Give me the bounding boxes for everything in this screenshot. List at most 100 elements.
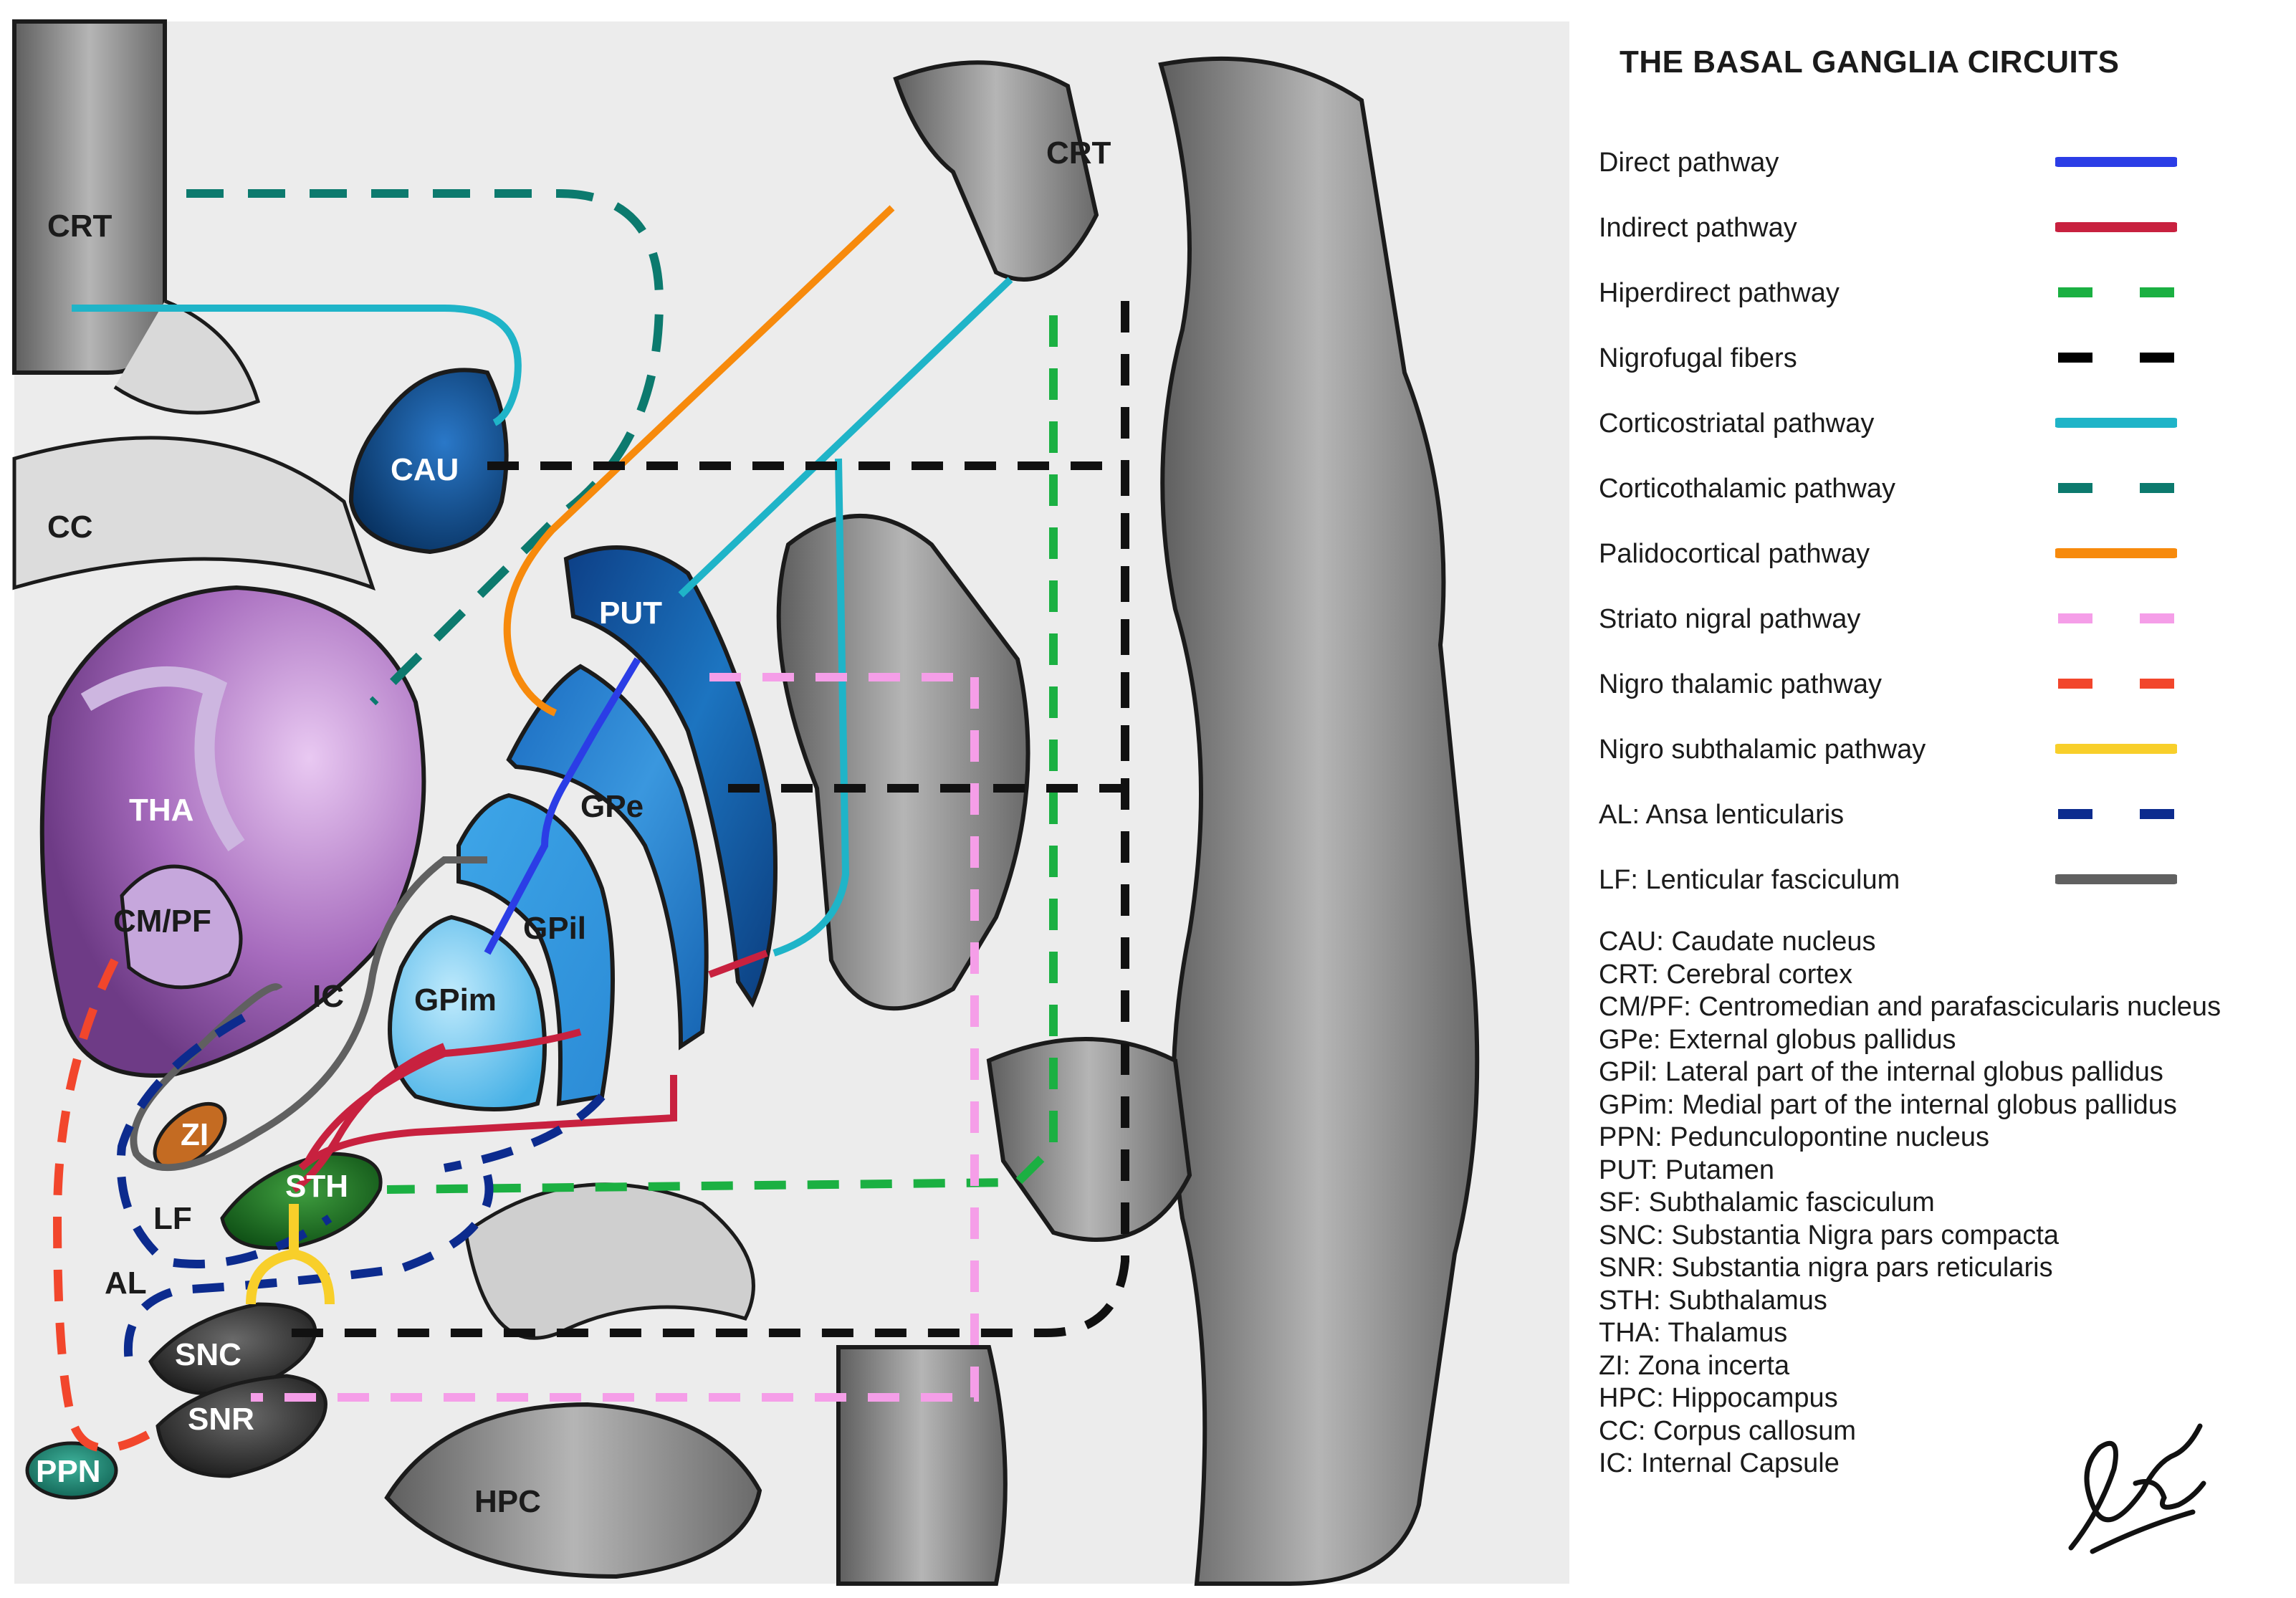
label-cau: CAU bbox=[391, 452, 459, 487]
label-gpe: GPe bbox=[580, 789, 644, 824]
legend-item: Corticothalamic pathway bbox=[1591, 469, 2279, 512]
diagram-title: THE BASAL GANGLIA CIRCUITS bbox=[1620, 44, 2120, 80]
label-crt-left: CRT bbox=[47, 209, 113, 244]
hiperdirect-pathway bbox=[386, 315, 1058, 1194]
legend-item-label: AL: Ansa lenticularis bbox=[1599, 800, 1845, 830]
label-snr: SNR bbox=[188, 1402, 254, 1437]
corpus-callosum bbox=[12, 436, 376, 591]
legend-item-swatch bbox=[2055, 874, 2177, 884]
legend-item: Direct pathway bbox=[1591, 143, 2279, 186]
thalamus-internal-lamina bbox=[80, 666, 245, 852]
legend-item-label: Nigrofugal fibers bbox=[1599, 343, 1797, 373]
legend-item-swatch bbox=[2058, 679, 2174, 689]
abbreviation-item: THA: Thalamus bbox=[1599, 1318, 1788, 1348]
label-al: AL bbox=[105, 1266, 147, 1301]
legend-item-label: Palidocortical pathway bbox=[1599, 539, 1870, 569]
putamen bbox=[563, 545, 778, 1008]
label-cm-pf: CM/PF bbox=[113, 904, 211, 939]
legend-item: Corticostriatal pathway bbox=[1591, 404, 2279, 447]
abbreviation-item: HPC: Hippocampus bbox=[1599, 1383, 1838, 1413]
legend-item-swatch bbox=[2055, 222, 2177, 232]
nigrofugal-fibers-vertical bbox=[279, 301, 1129, 1337]
palidocortical-pathway bbox=[503, 205, 895, 717]
abbreviation-item: SNC: Substantia Nigra pars compacta bbox=[1599, 1220, 2060, 1250]
label-tha: THA bbox=[129, 793, 193, 828]
legend-item-label: Direct pathway bbox=[1599, 148, 1779, 178]
legend-item: Nigrofugal fibers bbox=[1591, 339, 2279, 382]
artist-signature bbox=[2068, 1423, 2206, 1554]
striato-nigral-pathway bbox=[251, 673, 979, 1402]
label-hpc: HPC bbox=[474, 1484, 541, 1519]
label-sth: STH bbox=[285, 1169, 348, 1204]
cm-pf-nucleus bbox=[120, 864, 243, 990]
corticostriatal-pathway-descending bbox=[772, 458, 850, 957]
abbreviation-item: PUT: Putamen bbox=[1599, 1154, 1774, 1185]
brain-illustration: CRT CRT CC CAU PUT THA CM/PF GPe GPil GP… bbox=[12, 19, 1569, 1586]
label-ppn: PPN bbox=[36, 1454, 100, 1489]
legend-item-label: Corticostriatal pathway bbox=[1599, 408, 1875, 439]
nigro-thalamic-pathway bbox=[52, 958, 153, 1453]
legend-item-label: Nigro thalamic pathway bbox=[1599, 669, 1882, 699]
label-put: PUT bbox=[599, 595, 662, 631]
abbreviation-item: GPil: Lateral part of the internal globu… bbox=[1599, 1057, 2163, 1087]
label-crt-right: CRT bbox=[1046, 135, 1111, 171]
abbreviation-item: CC: Corpus callosum bbox=[1599, 1415, 1856, 1446]
legend-item-swatch bbox=[2055, 157, 2177, 167]
legend-item-label: Indirect pathway bbox=[1599, 213, 1797, 243]
left-cortex-gyrus bbox=[12, 19, 167, 375]
subthalamus bbox=[220, 1152, 383, 1250]
corticostriatal-pathway-right bbox=[678, 277, 1013, 598]
label-ic: IC bbox=[312, 979, 344, 1014]
legend-item-swatch bbox=[2055, 548, 2177, 558]
label-zi: ZI bbox=[181, 1117, 209, 1152]
legend-item: Indirect pathway bbox=[1591, 209, 2279, 252]
abbreviation-item: CRT: Cerebral cortex bbox=[1599, 959, 1853, 990]
legend-item: Palidocortical pathway bbox=[1591, 535, 2279, 578]
caudate-nucleus bbox=[348, 368, 509, 555]
legend-panel: THE BASAL GANGLIA CIRCUITS Direct pathwa… bbox=[1591, 36, 2279, 1577]
nigro-subthalamic-pathway bbox=[246, 1204, 335, 1305]
abbreviation-item: IC: Internal Capsule bbox=[1599, 1448, 1840, 1478]
abbreviation-item: GPim: Medial part of the internal globus… bbox=[1599, 1089, 2177, 1120]
legend-item-label: LF: Lenticular fasciculum bbox=[1599, 865, 1900, 895]
right-cortex-gyrus-upper bbox=[893, 60, 1099, 282]
left-cortex-sulcus bbox=[113, 299, 261, 415]
direct-pathway bbox=[484, 657, 641, 955]
legend-item-label: Hiperdirect pathway bbox=[1599, 278, 1840, 308]
hippocampus bbox=[384, 1402, 762, 1579]
label-gpim: GPim bbox=[414, 982, 497, 1018]
ansa-lenticularis bbox=[116, 1013, 606, 1362]
legend-item-swatch bbox=[2058, 809, 2174, 819]
legend-item-label: Striato nigral pathway bbox=[1599, 604, 1861, 634]
zona-incerta bbox=[153, 1101, 227, 1170]
legend-item: Nigro thalamic pathway bbox=[1591, 665, 2279, 708]
legend-item-swatch bbox=[2055, 744, 2177, 754]
legend-item-swatch bbox=[2058, 287, 2174, 297]
right-cortex-gyrus-outer bbox=[1158, 56, 1480, 1586]
legend-item: AL: Ansa lenticularis bbox=[1591, 795, 2279, 838]
indirect-pathway bbox=[298, 949, 768, 1171]
abbreviation-item: SF: Subthalamic fasciculum bbox=[1599, 1187, 1935, 1217]
label-lf: LF bbox=[153, 1201, 192, 1236]
abbreviation-item: GPe: External globus pallidus bbox=[1599, 1024, 1956, 1055]
legend-item-swatch bbox=[2055, 418, 2177, 428]
abbreviation-item: PPN: Pedunculopontine nucleus bbox=[1599, 1122, 1990, 1152]
label-snc: SNC bbox=[175, 1337, 241, 1372]
pedunculopontine-nucleus bbox=[25, 1441, 118, 1500]
corticostriatal-pathway-left bbox=[72, 305, 522, 426]
indirect-pathway-branch bbox=[292, 1043, 446, 1193]
abbreviation-item: CAU: Caudate nucleus bbox=[1599, 927, 1876, 957]
abbreviation-item: SNR: Substantia nigra pars reticularis bbox=[1599, 1253, 2053, 1283]
abbreviation-item: STH: Subthalamus bbox=[1599, 1285, 1827, 1316]
legend-item: Nigro subthalamic pathway bbox=[1591, 730, 2279, 773]
legend-item: LF: Lenticular fasciculum bbox=[1591, 861, 2279, 904]
legend-item-swatch bbox=[2058, 613, 2174, 623]
globus-pallidus-internal-lateral bbox=[456, 793, 615, 1106]
globus-pallidus-external bbox=[506, 664, 709, 1051]
legend-item-label: Corticothalamic pathway bbox=[1599, 474, 1895, 504]
legend-item: Hiperdirect pathway bbox=[1591, 274, 2279, 317]
label-gpil: GPil bbox=[523, 911, 586, 946]
legend-item-label: Nigro subthalamic pathway bbox=[1599, 735, 1926, 765]
legend-item-swatch bbox=[2058, 353, 2174, 363]
